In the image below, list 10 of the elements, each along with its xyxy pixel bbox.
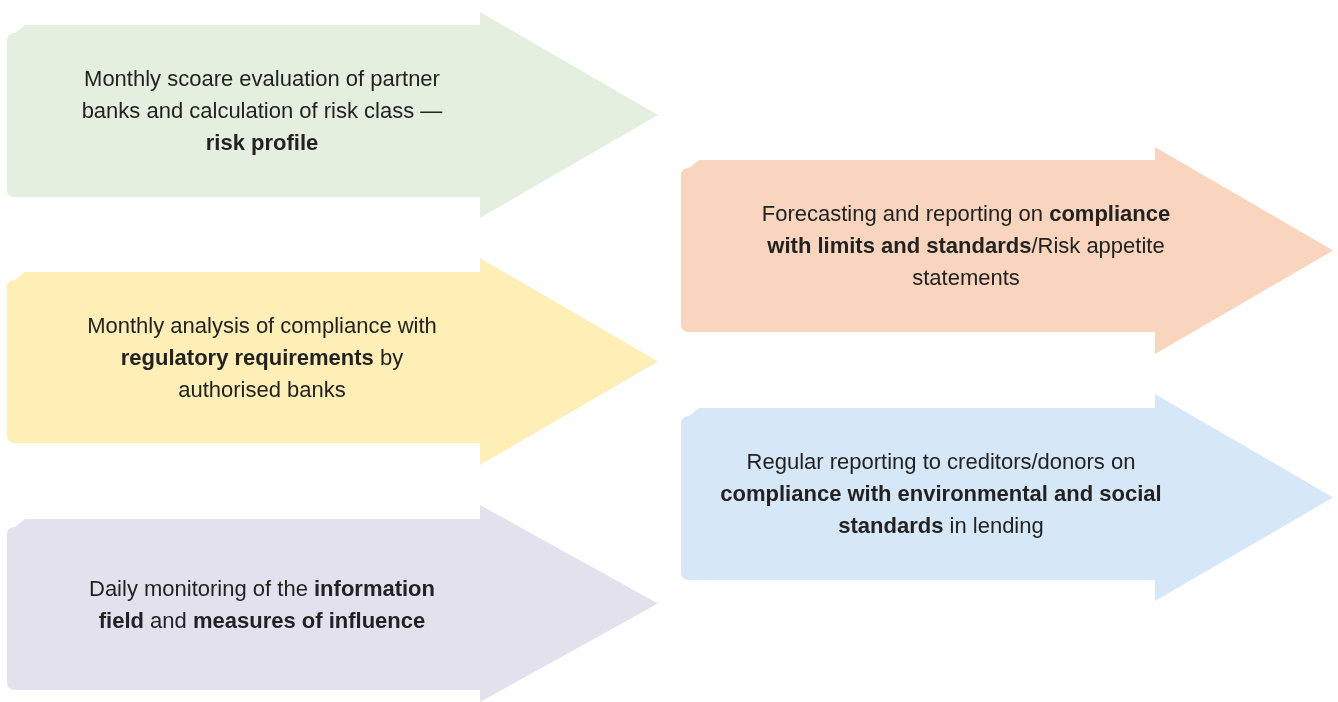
banner-text: Forecasting and reporting on compliance with limits and standards/Risk appetite statements [760, 200, 1172, 292]
banner-text: Daily monitoring of the information field and measures of influence [88, 574, 436, 635]
arrow-banner [7, 12, 658, 218]
banner-text: Monthly analysis of compliance with regulatory requirements by authorised banks [86, 311, 438, 404]
arrow-banner [7, 505, 658, 702]
arrow-banner [681, 147, 1333, 354]
banner-text: Regular reporting to creditors/donors on compliance with environmental and social standards in lending [719, 448, 1163, 540]
arrow-banner [681, 394, 1333, 601]
arrow-banner [7, 258, 658, 465]
banner-text: Monthly scoare evaluation of partner banks and calculation of risk class — risk profile [80, 65, 444, 157]
